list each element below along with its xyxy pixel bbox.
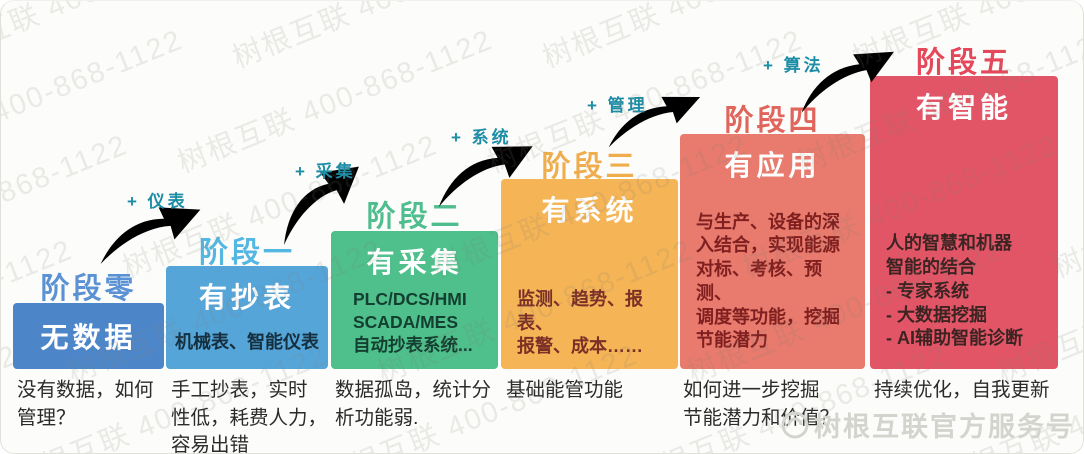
stage-five-bar: 有智能 人的智慧和机器 智能的结合 - 专家系统 - 大数据挖掘 - AI辅助智…	[870, 76, 1058, 369]
stage-four-title: 阶段四	[724, 105, 821, 137]
stage-two-title: 阶段二	[366, 201, 463, 233]
stage-five-headline: 有智能	[915, 92, 1012, 123]
stage-zero-headline: 无数据	[40, 322, 137, 353]
stage-one-headline: 有抄表	[198, 282, 295, 313]
watermark-text: 树根互联 400-868-1122	[1, 1, 243, 77]
stage-three-bar: 有系统 监测、趋势、报表、 报警、成本……	[501, 179, 678, 369]
stage-four-headline: 有应用	[724, 150, 821, 181]
arrow-label-management: + 管理	[587, 96, 648, 115]
watermark-text: 树根互联 400-868-1122	[225, 1, 553, 77]
stage-one-bar: 有抄表 机械表、智能仪表	[166, 266, 328, 369]
official-account-text: 树根互联官方服务号	[814, 412, 1075, 442]
stage-five-caption: 持续优化，自我更新	[874, 379, 1050, 401]
arrow-label-collection: + 采集	[295, 162, 356, 181]
stage-five-title: 阶段五	[915, 47, 1012, 79]
stage-three-caption: 基础能管功能	[506, 379, 624, 401]
stage-two-bar: 有采集 PLC/DCS/HMI SCADA/MES 自动抄表系统...	[331, 231, 498, 369]
stage-one-detail: 机械表、智能仪表	[175, 332, 319, 353]
stage-one-title: 阶段一	[198, 237, 295, 269]
stage-zero-bar: 无数据	[13, 303, 164, 369]
shugen-logo-icon	[781, 411, 809, 438]
arrow-label-system: + 系统	[451, 128, 512, 147]
stage-three-headline: 有系统	[541, 195, 638, 226]
stage-two-caption: 数据孤岛，统计分 析功能弱.	[335, 379, 492, 429]
watermark-text: 树根互联 400-868-1122	[0, 23, 188, 180]
stage-three-detail: 监测、趋势、报表、 报警、成本……	[517, 288, 643, 357]
stage-zero-title: 阶段零	[40, 273, 137, 305]
stage-four-detail: 与生产、设备的深 入结合，实现能源 对标、考核、预测、 调度等功能，挖掘 节能潜…	[696, 211, 840, 351]
stage-two-detail: PLC/DCS/HMI SCADA/MES 自动抄表系统...	[353, 288, 473, 355]
arrow-label-algorithm: + 算法	[763, 56, 824, 75]
stage-two-headline: 有采集	[366, 247, 463, 278]
stage-five-detail: 人的智慧和机器 智能的结合 - 专家系统 - 大数据挖掘 - AI辅助智能诊断	[886, 233, 1023, 349]
arrow-label-instrument: + 仪表	[127, 192, 188, 211]
stage-three-title: 阶段三	[541, 151, 638, 183]
stage-four-bar: 有应用 与生产、设备的深 入结合，实现能源 对标、考核、预测、 调度等功能，挖掘…	[680, 134, 865, 369]
official-account-badge: 树根互联官方服务号	[780, 405, 1075, 444]
stage-zero-caption: 没有数据，如何 管理？	[17, 379, 154, 429]
stage-one-caption: 手工抄表，实时 性低，耗费人力， 容易出错	[171, 379, 328, 454]
